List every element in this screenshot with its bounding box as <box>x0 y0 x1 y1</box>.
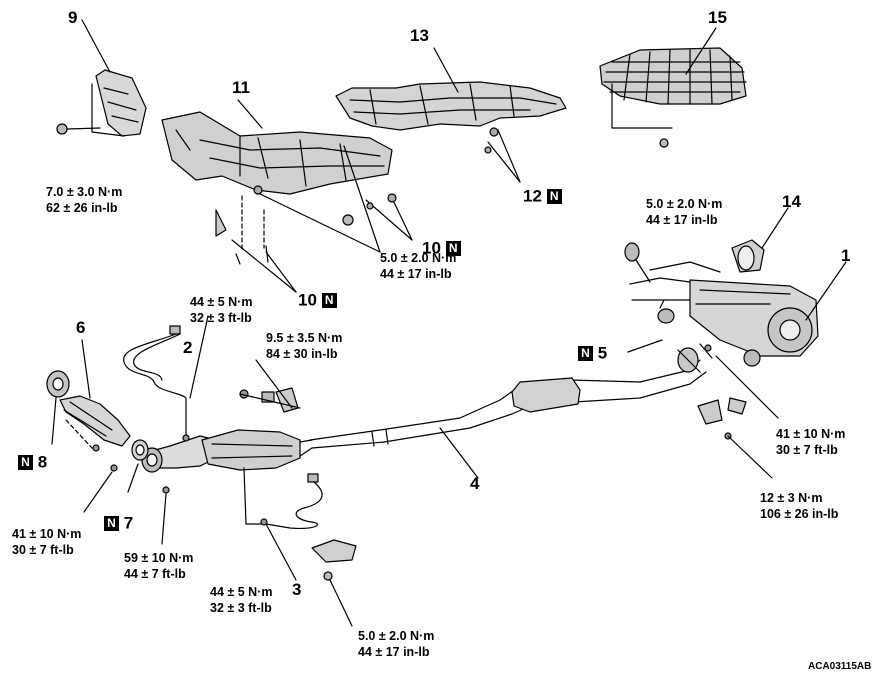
part-callout-2: 2 <box>183 338 193 357</box>
torque-spec-front-stud: 59 ± 10 N·m 44 ± 7 ft-lb <box>124 550 193 582</box>
torque-spec-heat-shield-11: 5.0 ± 2.0 N·m 44 ± 17 in-lb <box>380 250 456 282</box>
part-callout-8: N 8 <box>18 452 47 473</box>
torque-imperial: 30 ± 7 ft-lb <box>12 543 74 557</box>
torque-imperial: 32 ± 3 ft-lb <box>190 311 252 325</box>
oxygen-sensor-3 <box>243 467 323 529</box>
torque-imperial: 44 ± 17 in-lb <box>380 267 452 281</box>
non-reusable-badge: N <box>578 346 593 362</box>
torque-imperial: 106 ± 26 in-lb <box>760 507 839 521</box>
part-number: 5 <box>597 343 608 363</box>
torque-metric: 5.0 ± 2.0 N·m <box>380 251 457 265</box>
torque-imperial: 44 ± 17 in-lb <box>358 645 430 659</box>
torque-metric: 41 ± 10 N·m <box>776 427 846 441</box>
torque-spec-front-flange: 41 ± 10 N·m 30 ± 7 ft-lb <box>12 526 81 558</box>
torque-spec-rear-hanger: 12 ± 3 N·m 106 ± 26 in-lb <box>760 490 838 522</box>
rear-flange <box>677 343 713 373</box>
torque-imperial: 44 ± 17 in-lb <box>646 213 718 227</box>
part-callout-7: N 7 <box>104 513 133 534</box>
figure-code: ACA03115AB <box>808 661 872 672</box>
torque-metric: 9.5 ± 3.5 N·m <box>266 331 343 345</box>
torque-imperial: 84 ± 30 in-lb <box>266 347 338 361</box>
part-callout-6: 6 <box>76 318 86 337</box>
non-reusable-badge: N <box>445 241 461 257</box>
heat-shield-small <box>311 539 357 581</box>
part-number: 7 <box>123 513 134 533</box>
torque-metric: 12 ± 3 N·m <box>760 491 823 505</box>
part-callout-13: 13 <box>410 26 429 45</box>
torque-metric: 5.0 ± 2.0 N·m <box>646 197 723 211</box>
torque-metric: 7.0 ± 3.0 N·m <box>46 185 123 199</box>
torque-metric: 41 ± 10 N·m <box>12 527 82 541</box>
part-callout-11: 11 <box>232 78 250 97</box>
main-muffler-1 <box>629 261 819 357</box>
torque-metric: 44 ± 5 N·m <box>210 585 273 599</box>
heat-shield-11 <box>161 111 393 195</box>
non-reusable-badge: N <box>546 189 562 205</box>
part-callout-1: 1 <box>841 246 851 265</box>
part-callout-10-lower: 10 N <box>298 290 337 311</box>
torque-metric: 59 ± 10 N·m <box>124 551 194 565</box>
torque-metric: 44 ± 5 N·m <box>190 295 253 309</box>
tail-pipe-finisher-14 <box>731 239 765 273</box>
part-callout-3: 3 <box>292 580 302 599</box>
part-number: 10 <box>422 238 441 258</box>
torque-spec-support-bracket: 9.5 ± 3.5 N·m 84 ± 30 in-lb <box>266 330 342 362</box>
non-reusable-badge: N <box>104 516 119 532</box>
torque-spec-oxygen-sensor-3: 44 ± 5 N·m 32 ± 3 ft-lb <box>210 584 272 616</box>
heat-shield-13 <box>335 81 567 131</box>
center-pipe-4 <box>309 359 707 449</box>
torque-spec-heat-shield-9: 7.0 ± 3.0 N·m 62 ± 26 in-lb <box>46 184 122 216</box>
torque-imperial: 44 ± 7 ft-lb <box>124 567 186 581</box>
heat-shield-15 <box>599 47 747 148</box>
part-callout-4: 4 <box>470 474 480 493</box>
torque-imperial: 32 ± 3 ft-lb <box>210 601 272 615</box>
non-reusable-badge: N <box>321 293 337 309</box>
torque-spec-oxygen-sensor-2: 44 ± 5 N·m 32 ± 3 ft-lb <box>190 294 252 326</box>
rear-hanger-bracket <box>697 397 747 440</box>
heat-shield-9 <box>56 69 147 137</box>
exhaust-manifold-6 <box>59 395 131 447</box>
torque-spec-rear-flange: 41 ± 10 N·m 30 ± 7 ft-lb <box>776 426 845 458</box>
non-reusable-badge: N <box>18 455 33 471</box>
torque-spec-heat-shield-15: 5.0 ± 2.0 N·m 44 ± 17 in-lb <box>646 196 722 228</box>
part-callout-10-upper: 10 N <box>422 238 461 259</box>
part-callout-12: 12 N <box>523 186 562 207</box>
oxygen-sensor-2 <box>123 325 190 442</box>
part-number: 8 <box>37 452 48 472</box>
part-callout-15: 15 <box>708 8 727 27</box>
part-number: 10 <box>298 290 317 310</box>
torque-spec-small-heat-shield: 5.0 ± 2.0 N·m 44 ± 17 in-lb <box>358 628 434 660</box>
part-callout-5: N 5 <box>578 343 607 364</box>
part-callout-14: 14 <box>782 192 801 211</box>
torque-imperial: 30 ± 7 ft-lb <box>776 443 838 457</box>
part-number: 12 <box>523 186 542 206</box>
torque-imperial: 62 ± 26 in-lb <box>46 201 118 215</box>
torque-metric: 5.0 ± 2.0 N·m <box>358 629 435 643</box>
part-callout-9: 9 <box>68 8 78 27</box>
front-pipe-catalytic-converter <box>141 429 313 473</box>
pipe-support-bracket <box>239 387 301 413</box>
